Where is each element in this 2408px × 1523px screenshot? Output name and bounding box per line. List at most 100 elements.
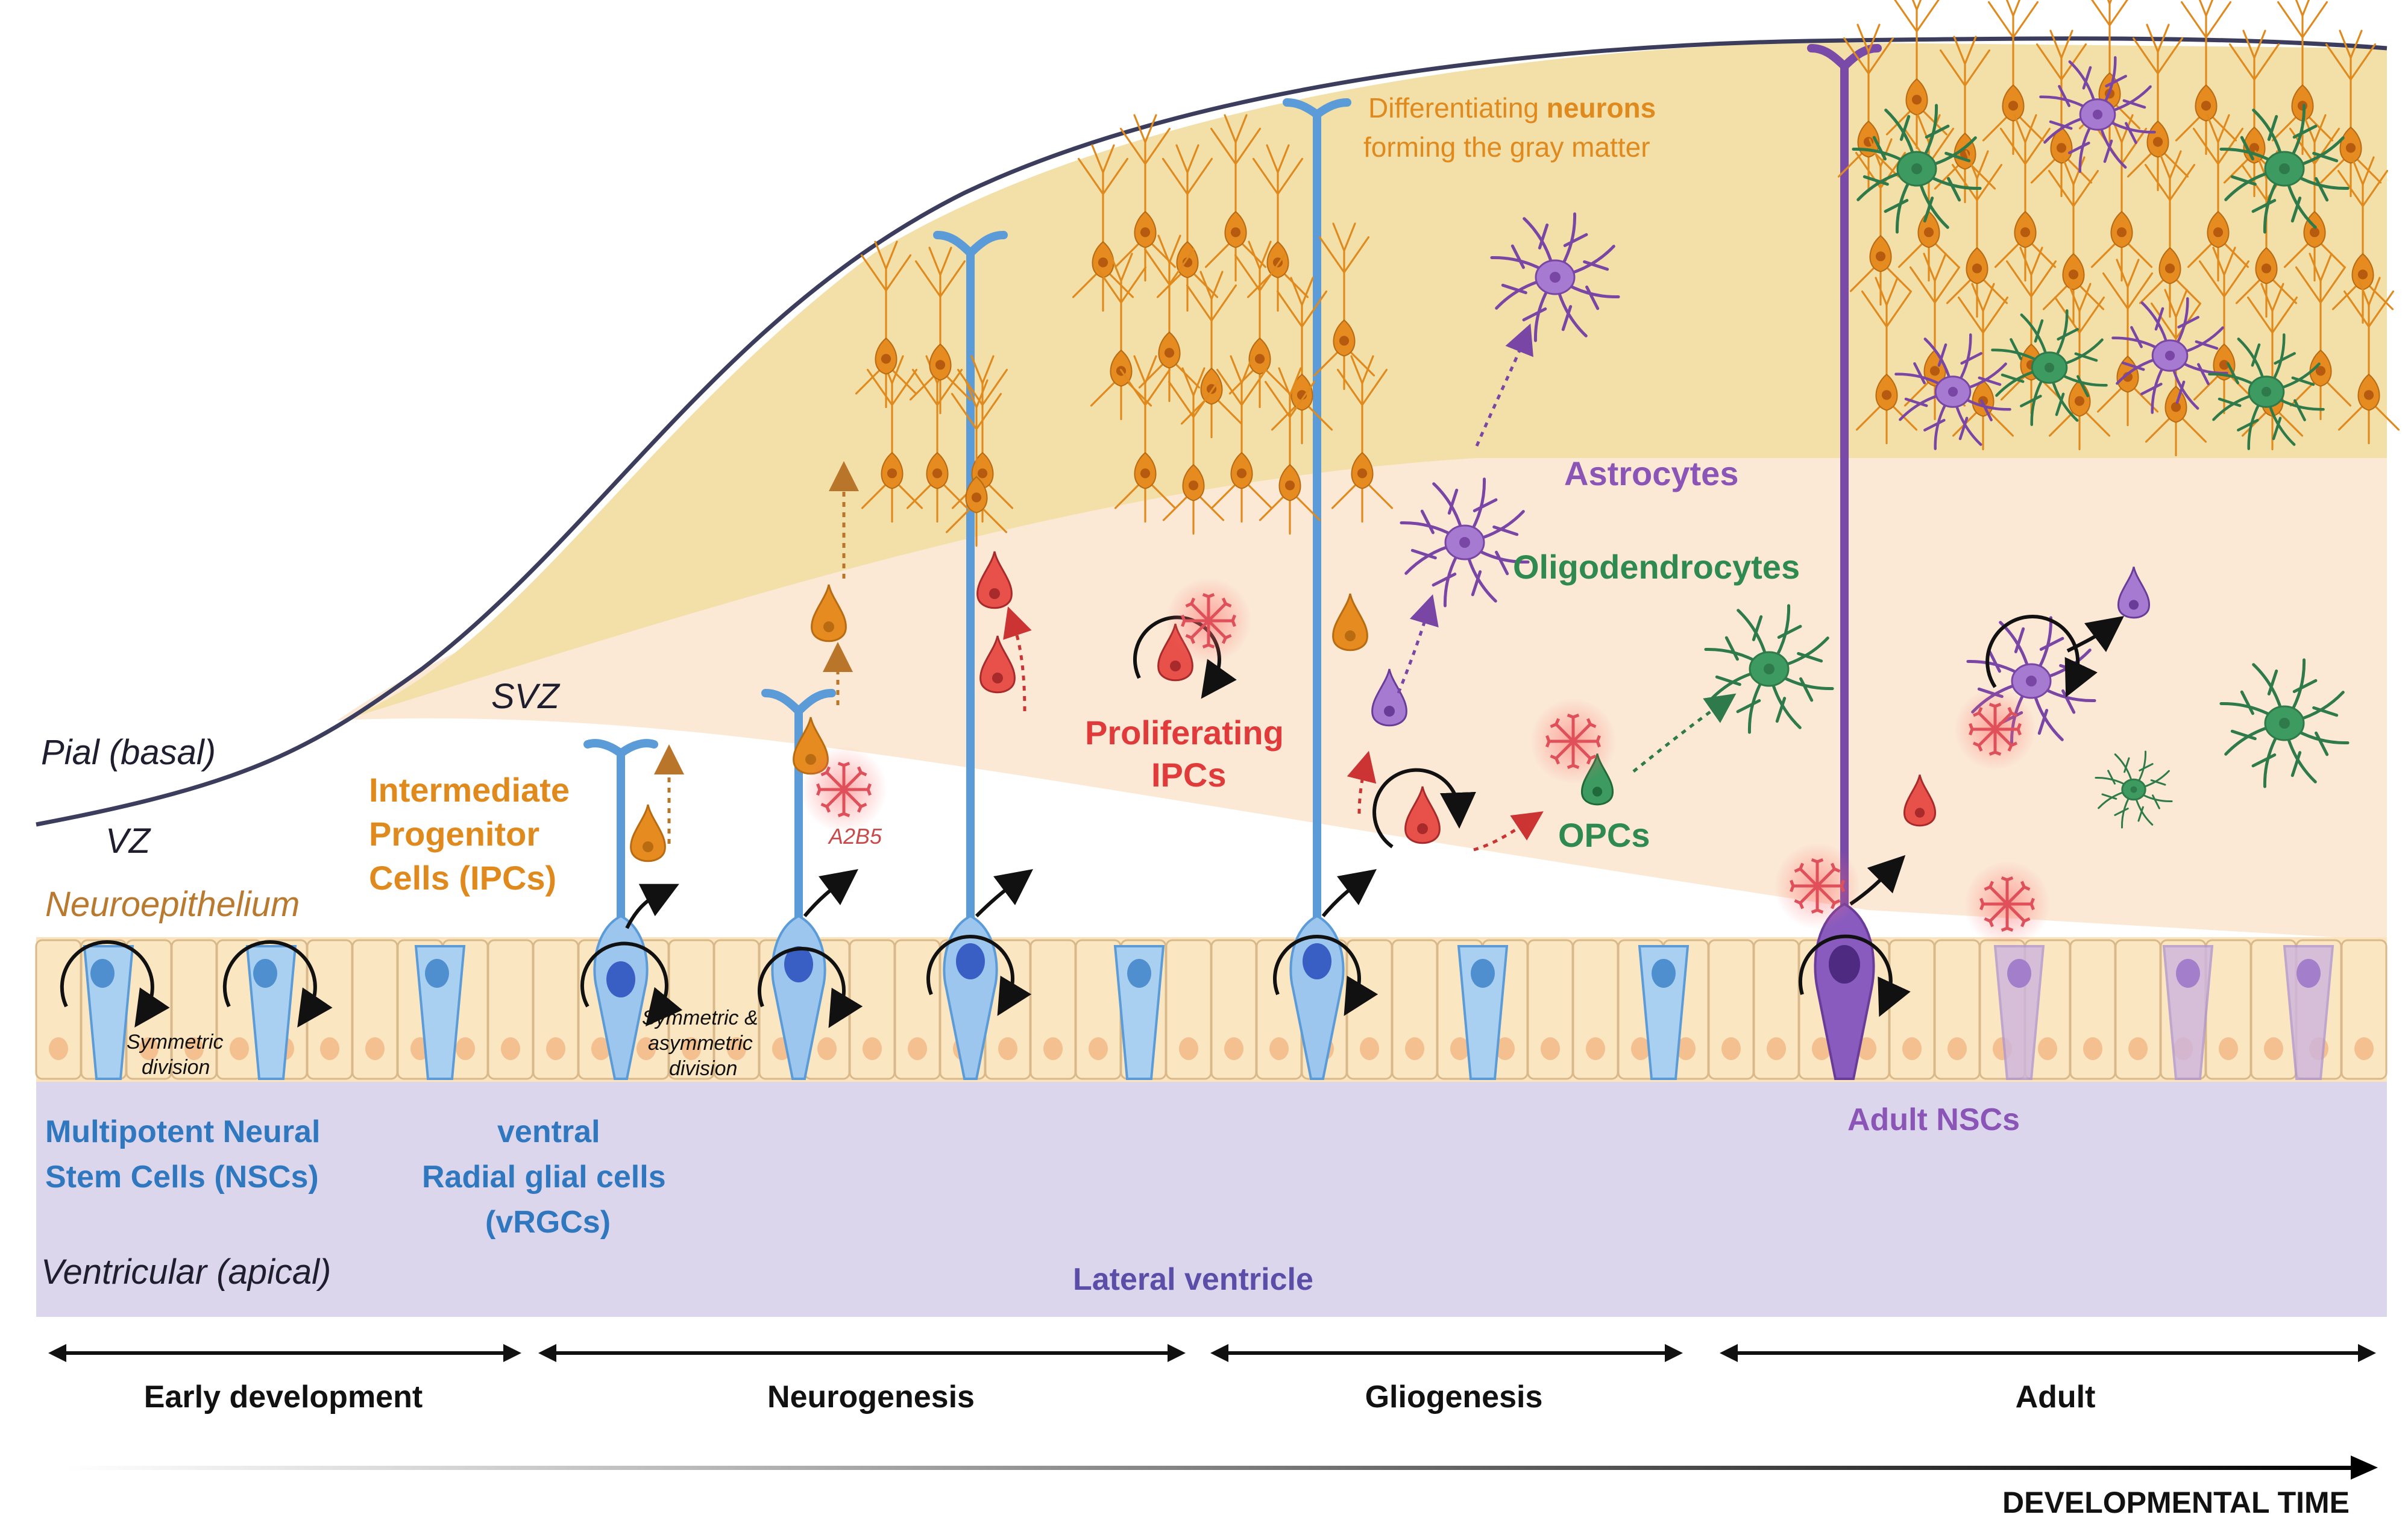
epithelial-cell [2250,939,2297,1080]
ventricle-region [36,1082,2387,1317]
zone-labels: Pial (basal) VZ SVZ Neuroepithelium Vent… [41,677,1313,1297]
neuron [2289,253,2352,421]
astrocytes-label: Astrocytes [1564,454,1738,492]
a2b5-label: A2B5 [828,824,882,849]
epithelial-cell [2114,939,2161,1080]
vrgc-cell-4 [1289,914,1345,1080]
astrocyte [1400,477,1530,608]
neuron [909,247,972,415]
adult-exit-arrow [2066,616,2125,653]
symmetric-division-label-1: Symmetric [127,1031,224,1054]
opc-to-oligo-arrow [1632,693,1737,773]
sym-asym-label-1: Symmetric & [642,1006,758,1029]
opc-cell [1581,753,1614,806]
vrgc-cell-3 [943,914,998,1080]
neuron [2331,156,2394,324]
stage-adult: Adult [2016,1380,2096,1415]
gray-matter-region [344,42,2387,720]
cell-type-labels: Multipotent Neural Stem Cells (NSCs) ven… [45,92,2020,1240]
nsc-label-1: Multipotent Neural [45,1114,320,1149]
stage-axis [48,1344,2376,1362]
oligodendrocyte [2219,104,2350,234]
lateral-ventricle-label: Lateral ventricle [1073,1262,1313,1297]
vz-label: VZ [105,821,152,861]
neuron [1090,253,1152,421]
epithelial-cell [1527,939,1574,1080]
svz-region [338,446,2387,940]
sym-asym-label-3: division [669,1057,737,1080]
neuron [1331,355,1394,523]
epithelial-cell [1708,939,1755,1080]
ventricular-label: Ventricular (apical) [41,1252,331,1292]
division-arrow-4 [757,947,863,1028]
division-arrow-5 [926,935,1032,1016]
prolif-ipc-label-2: IPCs [1151,756,1227,794]
neuron [2127,24,2189,192]
epithelial-cell [1888,939,1935,1080]
adult-nscs-label: Adult NSCs [1847,1102,2020,1137]
epithelial-cell [2205,939,2252,1080]
exit-arrow-4 [1321,868,1377,917]
neurons-gray-matter [855,0,2400,547]
neuron [2175,0,2237,155]
neurons-label-2: forming the gray matter [1363,131,1650,163]
a2b5-marker [800,746,887,833]
astro-precursor-cell [2117,567,2150,619]
neuron [1204,114,1267,282]
stage-gliogenesis: Gliogenesis [1365,1380,1543,1415]
nsc-cell-3 [414,945,466,1080]
epithelial-cell [849,939,896,1080]
migrating-progenitors [630,551,2150,862]
red-opc-arrow [1473,811,1544,852]
timeline: DEVELOPMENTAL TIME [66,1455,2378,1519]
a2b5-marker [1774,843,1861,929]
neuron [2193,247,2256,415]
ipc-cell [1332,593,1368,652]
epithelial-cell [1753,939,1800,1080]
adult-nsc-cell-2 [1993,945,2045,1080]
oligodendrocyte [2208,333,2325,450]
astro-arrow-2 [1475,323,1533,447]
ipc-cell [811,584,847,642]
timeline-arrowhead [2351,1455,2378,1480]
epithelial-cell [2340,939,2388,1080]
vrgc-cell-1 [593,914,649,1080]
neuron [1138,234,1201,403]
neuron [2337,277,2400,445]
vrgc-label-3: (vRGCs) [485,1205,611,1240]
sym-asym-label-2: asymmetric [648,1032,753,1055]
epithelial-cell [1210,939,1257,1080]
oligodendrocyte [1704,604,1834,734]
red-ipc-arrow [1003,606,1032,712]
svz-label: SVZ [491,677,561,716]
adult-nsc-cell-3 [2162,945,2214,1080]
astrocyte [2111,297,2228,414]
adult-astro-cycle-arrow [1985,615,2098,698]
adult-nsc-cell-main [1814,902,1875,1080]
symmetric-division-label-2: division [142,1056,210,1079]
epithelial-cell [171,939,218,1080]
epithelial-cell [1572,939,1619,1080]
neuron [855,240,917,409]
ipc-label-1: Intermediate [369,771,570,809]
neuron [2030,30,2093,198]
lineage-arrows [654,323,1737,852]
gliogenesis-cycle-arrow [1372,768,1476,849]
neuron [1162,367,1225,535]
a2b5-marker [1964,861,2051,947]
division-arrow-6 [1272,935,1378,1016]
neuron [1114,114,1177,282]
proliferating-ipc-cell [1404,786,1441,844]
oligodendrocytes-label: Oligodendrocytes [1513,548,1800,586]
neuron [1946,150,2008,318]
neuron [945,379,1008,547]
timeline-label: DEVELOPMENTAL TIME [2002,1486,2350,1519]
division-arrow-7 [1798,934,1911,1017]
stage-early: Early development [144,1380,423,1415]
division-arrow-3 [580,941,683,1027]
pial-surface-line [36,36,2388,827]
vrgc-fiber-3 [933,231,1008,993]
nsc-cell-6 [1638,945,1690,1080]
neuron [1114,355,1177,523]
